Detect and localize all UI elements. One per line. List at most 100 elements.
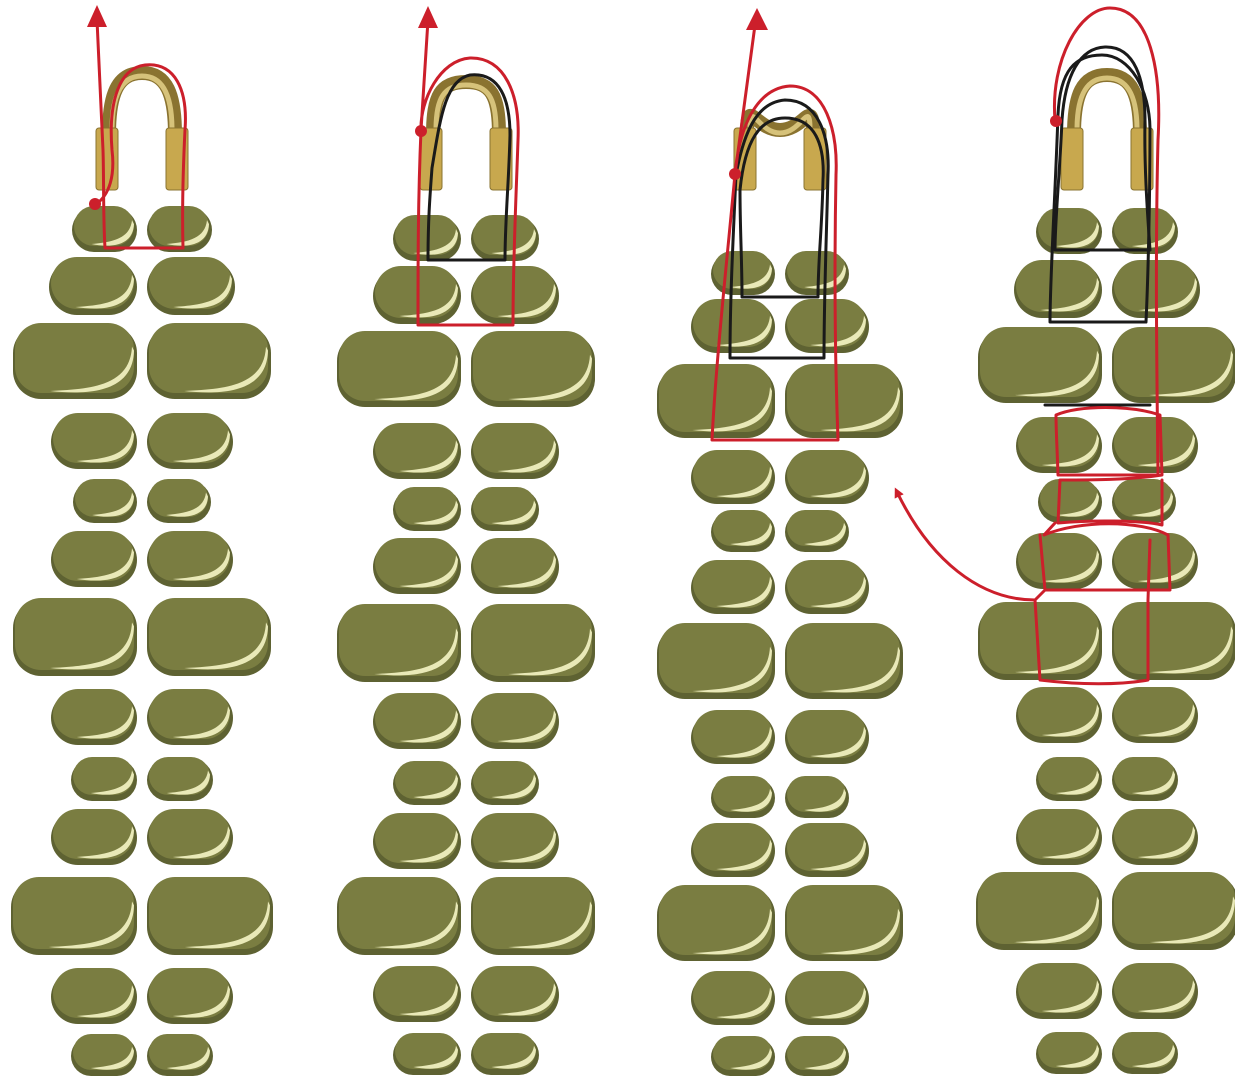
bead-row-8-left bbox=[691, 710, 775, 764]
bead-row-13-left bbox=[1036, 1032, 1102, 1074]
bead-row-8-right bbox=[471, 693, 559, 749]
bead-row-11-right bbox=[785, 885, 903, 961]
bead-row-3-right bbox=[147, 323, 271, 399]
bead-row-13-left bbox=[393, 1033, 461, 1075]
bead-row-9-right bbox=[785, 776, 849, 818]
bead-row-10-left bbox=[51, 809, 137, 865]
thread-knot-icon bbox=[89, 198, 101, 210]
bead-row-10-left bbox=[373, 813, 461, 869]
bead-row-9-right bbox=[147, 757, 213, 801]
thread-knot-icon bbox=[1050, 115, 1062, 127]
bead-row-7-right bbox=[147, 598, 271, 676]
bead-row-8-right bbox=[147, 689, 233, 745]
wire-guard-icon bbox=[420, 82, 512, 190]
bead-row-5-left bbox=[73, 479, 137, 523]
bead-row-8-left bbox=[51, 689, 137, 745]
bead-row-4-left bbox=[691, 450, 775, 504]
bead-row-4-right bbox=[471, 423, 559, 479]
bead-row-7-left bbox=[657, 623, 775, 699]
step-panel-3 bbox=[657, 116, 903, 1076]
bead-row-9-left bbox=[71, 757, 137, 801]
bead-row-2-right bbox=[147, 257, 235, 315]
bead-row-3-left bbox=[337, 331, 461, 407]
bead-row-5-right bbox=[147, 479, 211, 523]
bead-row-4-left bbox=[373, 423, 461, 479]
bead-row-9-right bbox=[471, 761, 539, 805]
step-panel-4 bbox=[976, 75, 1235, 1074]
bead-row-7-right bbox=[471, 604, 595, 682]
bead-row-9-left bbox=[1036, 757, 1102, 801]
bead-row-13-left bbox=[711, 1036, 775, 1076]
bead-row-1-right bbox=[1112, 208, 1178, 254]
bead-row-8-left bbox=[1016, 687, 1102, 743]
bead-row-13-right bbox=[147, 1034, 213, 1076]
thread-knot-icon bbox=[729, 168, 741, 180]
bead-row-13-left bbox=[71, 1034, 137, 1076]
bead-row-10-right bbox=[785, 823, 869, 877]
bead-row-2-left bbox=[691, 299, 775, 353]
bead-row-2-right bbox=[785, 299, 869, 353]
bead-row-13-right bbox=[471, 1033, 539, 1075]
bead-row-5-right bbox=[785, 510, 849, 552]
bead-row-8-right bbox=[1112, 687, 1198, 743]
bead-row-6-right bbox=[147, 531, 233, 587]
bead-row-8-left bbox=[373, 693, 461, 749]
bead-row-12-right bbox=[147, 968, 233, 1024]
bead-row-3-right bbox=[471, 331, 595, 407]
bead-row-3-right bbox=[1112, 327, 1235, 403]
thread-knot-icon bbox=[415, 125, 427, 137]
bead-row-12-left bbox=[1016, 963, 1102, 1019]
bead-row-11-right bbox=[471, 877, 595, 955]
bead-row-11-left bbox=[976, 872, 1102, 950]
bead-row-1-left bbox=[1036, 208, 1102, 254]
step-panel-2 bbox=[337, 82, 595, 1075]
direction-arrow-icon bbox=[897, 492, 1035, 600]
bead-row-3-left bbox=[978, 327, 1102, 403]
bead-row-2-left bbox=[49, 257, 137, 315]
bead-row-9-left bbox=[711, 776, 775, 818]
bead-row-7-right bbox=[1112, 602, 1235, 680]
bead-row-5-left bbox=[711, 510, 775, 552]
bead-row-6-right bbox=[1112, 533, 1198, 589]
bead-row-12-right bbox=[785, 971, 869, 1025]
bead-row-11-left bbox=[657, 885, 775, 961]
bead-row-6-right bbox=[471, 538, 559, 594]
bead-row-9-left bbox=[393, 761, 461, 805]
bead-row-11-left bbox=[11, 877, 137, 955]
bead-row-5-left bbox=[393, 487, 461, 531]
bead-row-6-right bbox=[785, 560, 869, 614]
bead-row-6-left bbox=[373, 538, 461, 594]
bead-row-4-right bbox=[1112, 417, 1198, 473]
bead-row-6-left bbox=[691, 560, 775, 614]
bead-row-9-right bbox=[1112, 757, 1178, 801]
bead-row-10-right bbox=[147, 809, 233, 865]
bead-row-12-left bbox=[691, 971, 775, 1025]
needle-arrow-icon bbox=[87, 5, 107, 27]
bead-row-1-right bbox=[147, 206, 212, 252]
bead-row-6-left bbox=[51, 531, 137, 587]
bead-row-6-left bbox=[1016, 533, 1102, 589]
bead-row-11-right bbox=[147, 877, 273, 955]
bead-row-13-right bbox=[785, 1036, 849, 1076]
bead-row-5-right bbox=[1112, 479, 1176, 523]
step-panel-1 bbox=[11, 73, 273, 1076]
bead-row-2-left bbox=[1014, 260, 1102, 318]
bead-row-10-right bbox=[471, 813, 559, 869]
bead-row-11-left bbox=[337, 877, 461, 955]
bead-row-10-right bbox=[1112, 809, 1198, 865]
bead-row-4-left bbox=[51, 413, 137, 469]
bead-row-13-right bbox=[1112, 1032, 1178, 1074]
bead-row-5-left bbox=[1038, 479, 1102, 523]
bead-row-12-right bbox=[1112, 963, 1198, 1019]
bead-row-3-right bbox=[785, 364, 903, 438]
wire-guard-icon bbox=[1061, 75, 1153, 190]
bead-row-10-left bbox=[691, 823, 775, 877]
bead-row-8-right bbox=[785, 710, 869, 764]
bead-row-10-left bbox=[1016, 809, 1102, 865]
bead-row-4-right bbox=[785, 450, 869, 504]
bead-row-7-left bbox=[13, 598, 137, 676]
bead-row-12-left bbox=[51, 968, 137, 1024]
bead-row-7-left bbox=[337, 604, 461, 682]
bead-row-12-left bbox=[373, 966, 461, 1022]
